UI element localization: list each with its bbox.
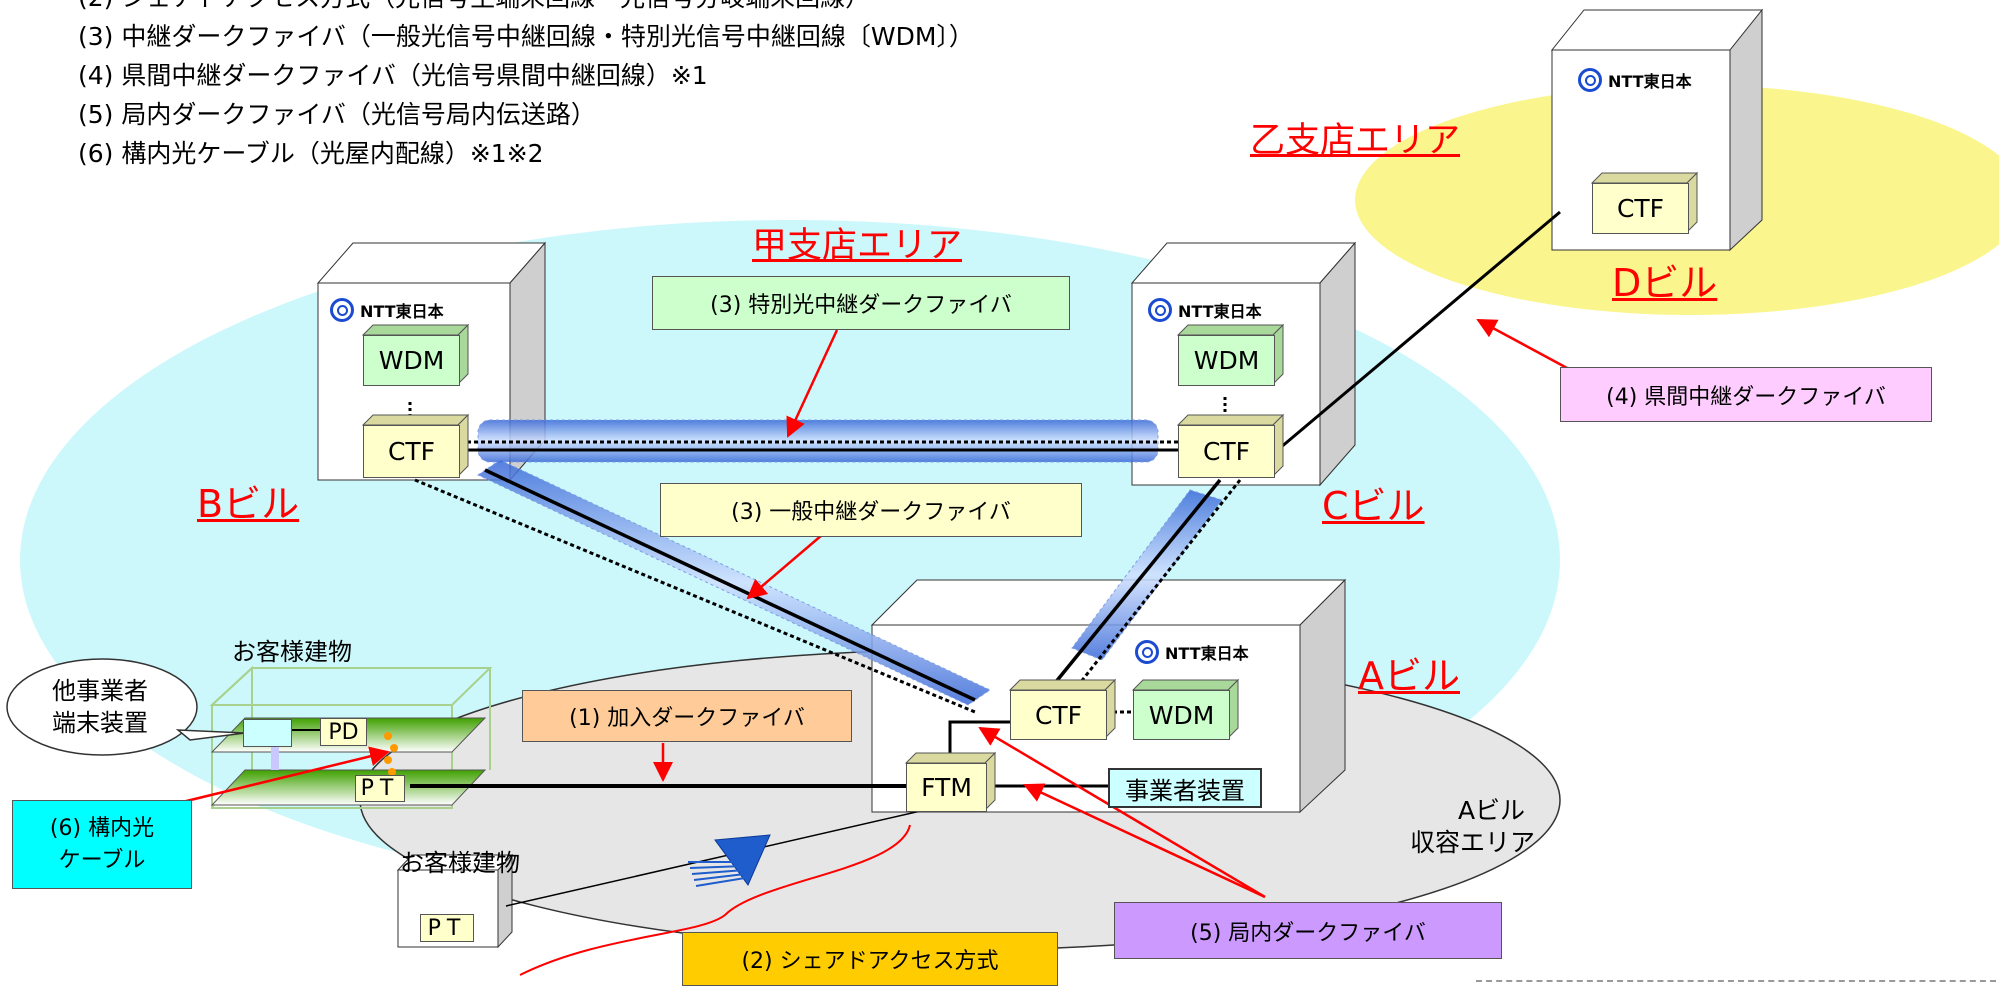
wdm-device-a: WDM [1133, 690, 1230, 740]
carrier-equipment: 事業者装置 [1108, 768, 1262, 808]
ntt-label: NTT東日本 [360, 302, 444, 321]
ctf-device-c: CTF [1178, 425, 1275, 478]
shared-access-callout: (2) シェアドアクセス方式 [682, 932, 1058, 986]
building-a-label: Aビル [1358, 654, 1460, 698]
list-item: (2) シェアドアクセス方式（光信号主端末回線・光信号分岐端末回線） [78, 0, 974, 17]
fiber-type-list: (2) シェアドアクセス方式（光信号主端末回線・光信号分岐端末回線） (3) 中… [78, 0, 974, 173]
premises-cable-callout: (6) 構内光 ケーブル [12, 800, 192, 889]
splitter [688, 834, 771, 887]
ctf-device-d: CTF [1592, 183, 1689, 234]
subscriber-fiber-callout: (1) 加入ダークファイバ [522, 690, 852, 742]
terminal-line: 他事業者 [52, 677, 148, 705]
general-relay-callout: (3) 一般中継ダークファイバ [660, 483, 1082, 537]
interpref-relay-callout: (4) 県間中継ダークファイバ [1560, 367, 1932, 422]
ntt-logo-b: NTT東日本 [330, 298, 444, 322]
ctf-device-b: CTF [363, 425, 460, 478]
other-carrier-terminal-label: 他事業者 端末装置 [52, 675, 148, 739]
list-item: (6) 構内光ケーブル（光屋内配線）※1※2 [78, 139, 544, 168]
ko-branch-area-label: 甲支店エリア [752, 226, 963, 266]
area-line: Aビル [1457, 796, 1526, 825]
pt-device-lower: PT [420, 914, 474, 942]
ntt-label: NTT東日本 [1178, 302, 1262, 321]
dashed-divider [1476, 980, 1996, 982]
fiber-lines [290, 210, 1561, 907]
device-bevels [361, 171, 1699, 812]
area-line: 収容エリア [1410, 828, 1536, 857]
ntt-label: NTT東日本 [1165, 644, 1249, 663]
ftm-device: FTM [906, 763, 987, 812]
customer-building-label-upper: お客様建物 [232, 638, 352, 666]
ntt-logo-icon [1578, 68, 1602, 92]
special-relay-callout: (3) 特別光中継ダークファイバ [652, 276, 1070, 330]
customer-building-lower [396, 853, 514, 949]
building-b-label: Bビル [197, 482, 300, 526]
list-item: (3) 中継ダークファイバ（一般光信号中継回線・特別光信号中継回線〔WDM〕） [78, 22, 974, 51]
wdm-device-b: WDM [363, 335, 460, 386]
ntt-label: NTT東日本 [1608, 72, 1692, 91]
red-arrows [169, 318, 1581, 899]
list-item: (5) 局内ダークファイバ（光信号局内伝送路） [78, 100, 596, 129]
a-building-area-label: Aビル 収容エリア [1410, 795, 1557, 859]
otsu-branch-area-label: 乙支店エリア [1250, 121, 1461, 161]
terminal-line: 端末装置 [52, 709, 148, 737]
ntt-logo-c: NTT東日本 [1148, 298, 1262, 322]
ntt-logo-icon [330, 298, 354, 322]
pd-device: PD [320, 718, 367, 746]
ntt-logo-icon [1148, 298, 1172, 322]
other-carrier-terminal-device [243, 719, 292, 747]
pt-device-upper: PT [355, 775, 405, 802]
premises-line: (6) 構内光 [49, 815, 155, 841]
ntt-logo-icon [1135, 640, 1159, 664]
ctf-device-a: CTF [1010, 690, 1107, 740]
terminal-callout-bubble [6, 658, 246, 756]
building-c-label: Cビル [1322, 484, 1425, 528]
shared-access-brace [519, 824, 911, 976]
premises-line: ケーブル [58, 847, 146, 873]
building-d-label: Dビル [1612, 261, 1718, 305]
list-item: (4) 県間中継ダークファイバ（光信号県間中継回線）※1 [78, 61, 708, 90]
wdm-device-c: WDM [1178, 335, 1275, 386]
ntt-logo-a: NTT東日本 [1135, 640, 1249, 664]
in-office-fiber-callout: (5) 局内ダークファイバ [1114, 902, 1502, 959]
ntt-logo-d: NTT東日本 [1578, 68, 1692, 92]
customer-building-label-lower: お客様建物 [400, 849, 520, 877]
